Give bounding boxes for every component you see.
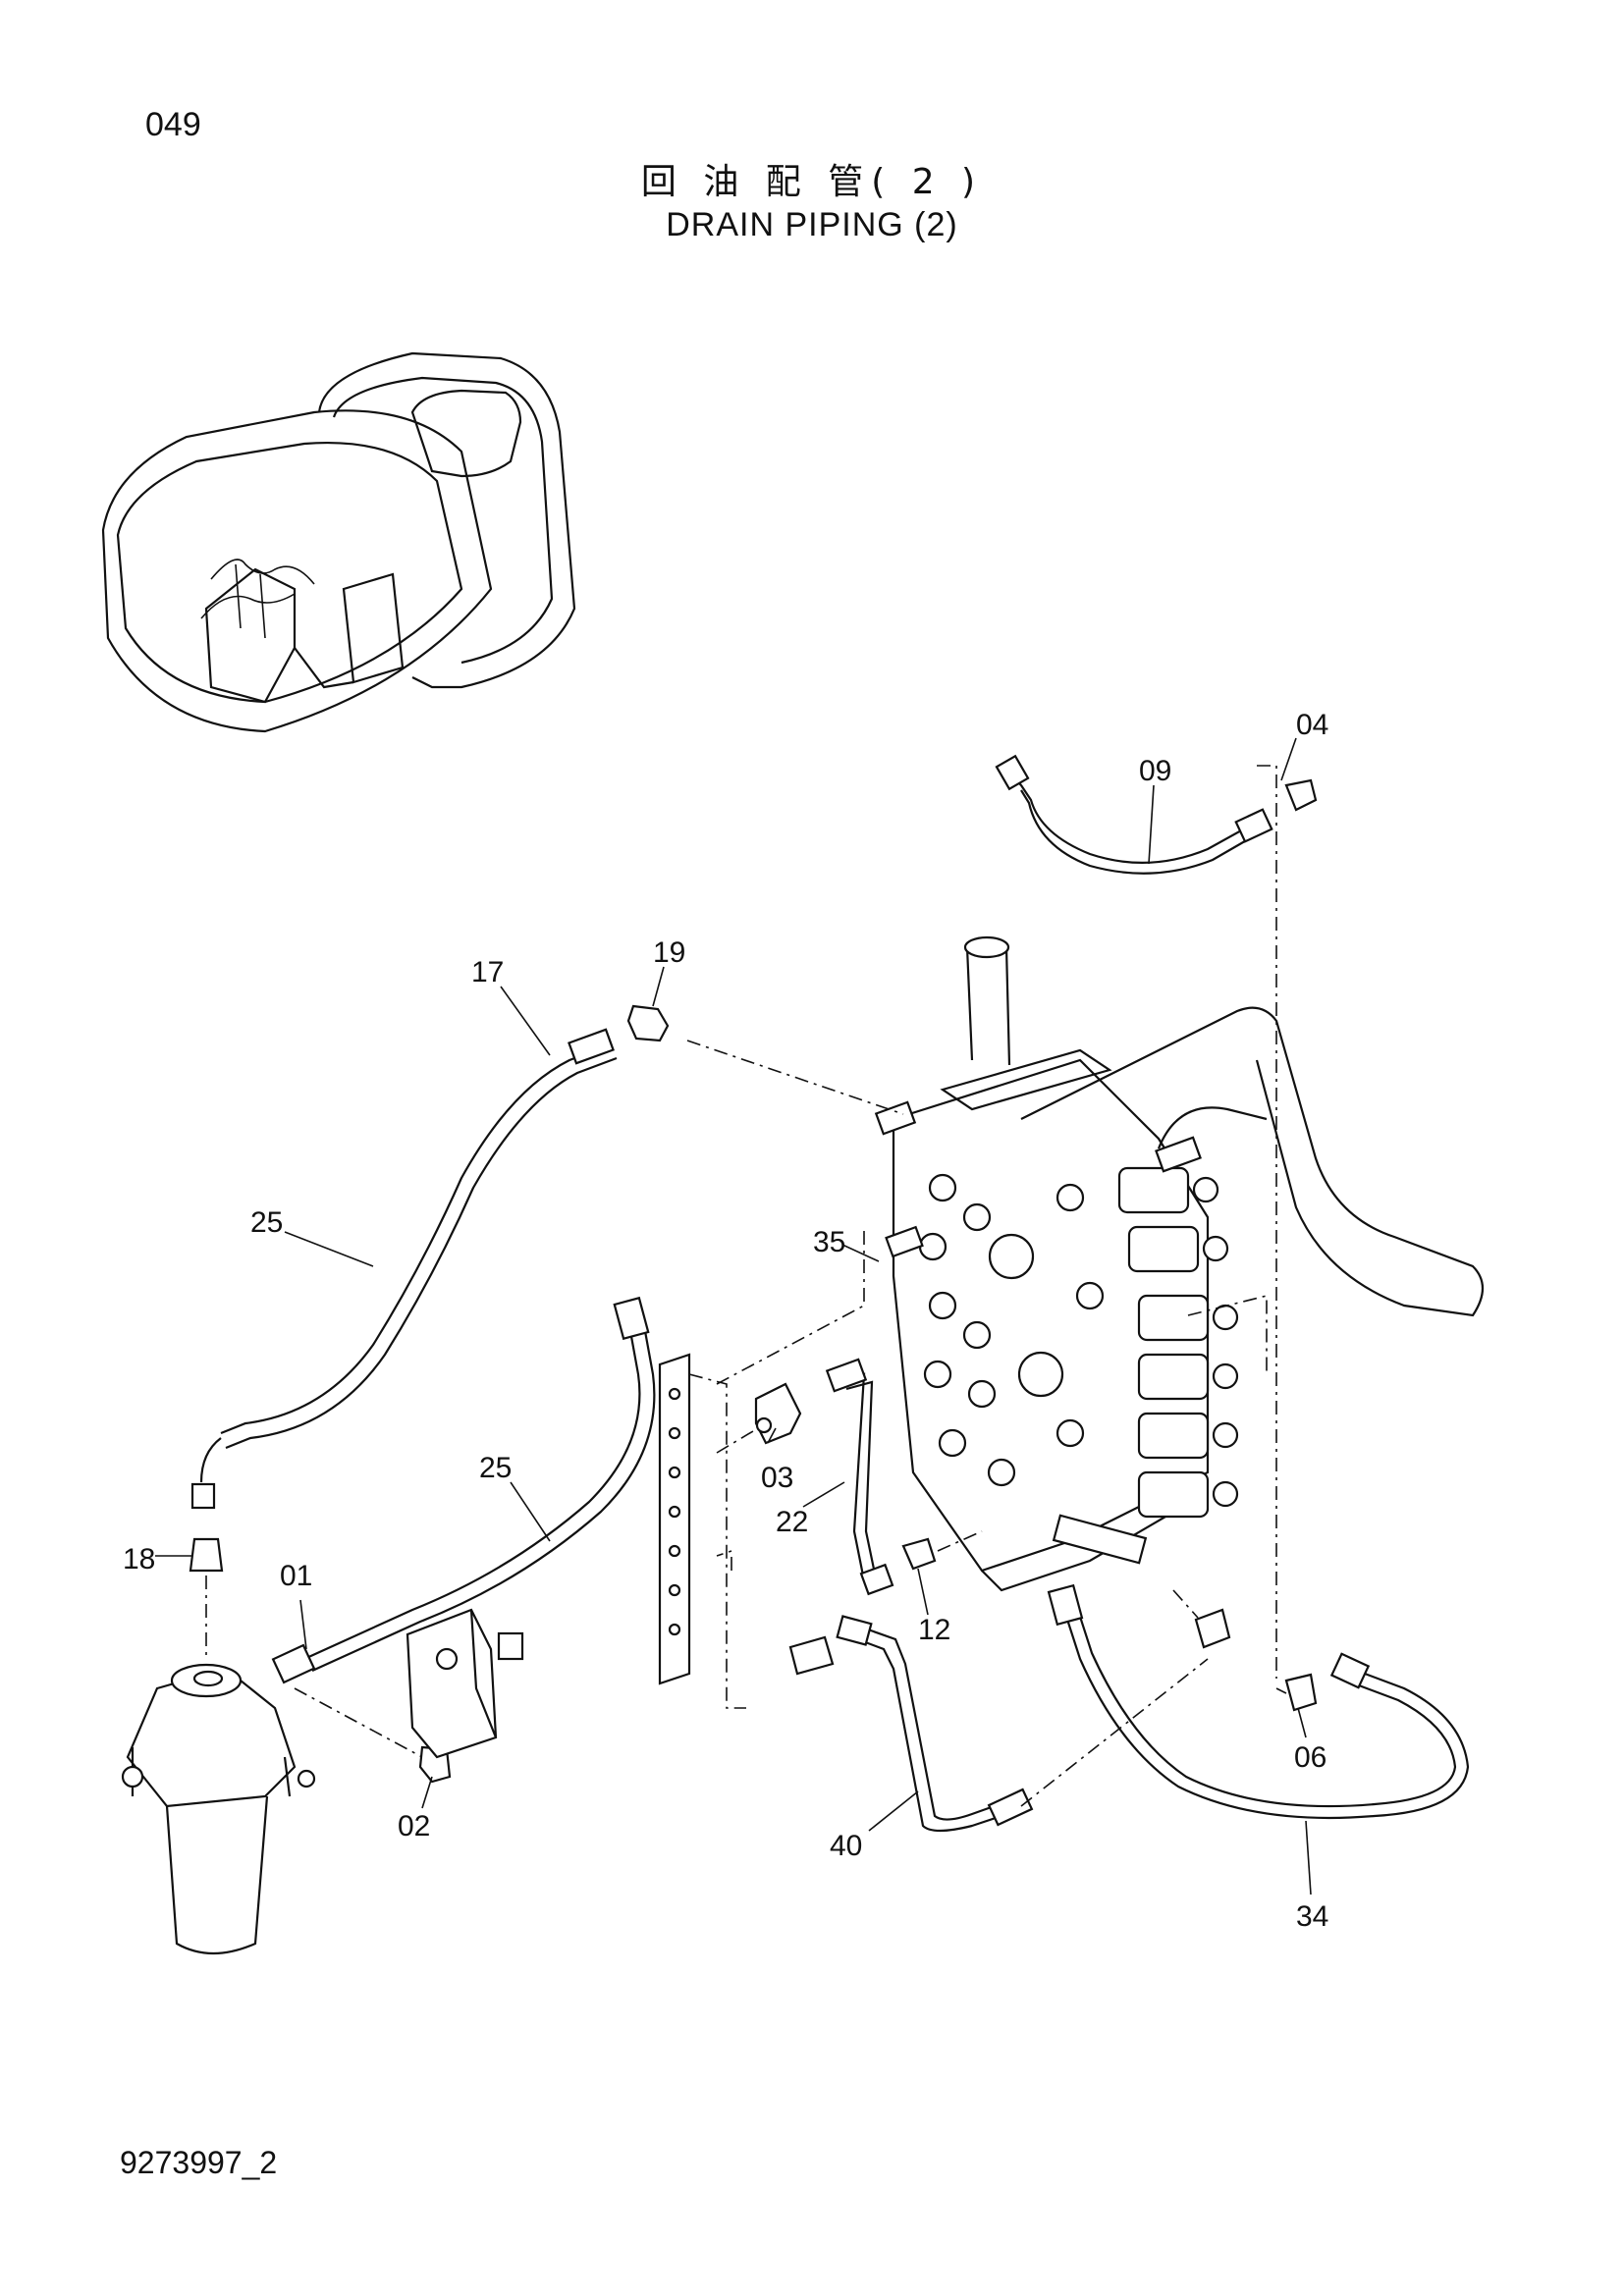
hose-01-25 bbox=[271, 1296, 656, 1784]
mounting-bracket bbox=[658, 1227, 865, 1709]
title-english: DRAIN PIPING (2) bbox=[666, 206, 958, 243]
callout-09: 09 bbox=[1139, 755, 1171, 787]
leader-lines bbox=[155, 737, 1312, 1896]
callout-25-lower: 25 bbox=[479, 1452, 512, 1484]
hose-09-assembly bbox=[995, 754, 1318, 1679]
callout-12: 12 bbox=[918, 1614, 950, 1646]
callout-40: 40 bbox=[830, 1830, 862, 1862]
callout-06: 06 bbox=[1294, 1741, 1326, 1774]
callout-34: 34 bbox=[1296, 1900, 1328, 1933]
document-code: 9273997_2 bbox=[120, 2145, 278, 2180]
callout-02: 02 bbox=[398, 1810, 430, 1842]
control-valve bbox=[874, 935, 1485, 1592]
callout-01: 01 bbox=[280, 1560, 312, 1592]
pipe-22-12 bbox=[825, 1358, 983, 1596]
callout-35: 35 bbox=[813, 1226, 845, 1258]
callout-03: 03 bbox=[761, 1462, 793, 1494]
hose-40 bbox=[788, 1589, 1231, 1833]
callout-labels: 04 09 17 19 25 35 25 03 22 18 01 12 06 0… bbox=[123, 709, 1328, 1933]
callout-04: 04 bbox=[1296, 709, 1328, 741]
callout-25-upper: 25 bbox=[250, 1206, 283, 1239]
machine-overview-illustration bbox=[101, 351, 576, 733]
hose-17-25 bbox=[190, 1004, 904, 1510]
callout-19: 19 bbox=[653, 936, 685, 969]
callout-22: 22 bbox=[776, 1506, 808, 1538]
filter-assembly bbox=[121, 1537, 316, 1955]
title-chinese: 回 油 配 管( 2 ) bbox=[640, 162, 984, 202]
callout-17: 17 bbox=[471, 956, 504, 988]
callout-18: 18 bbox=[123, 1543, 155, 1575]
valve-ports bbox=[918, 1173, 1105, 1487]
page-number: 049 bbox=[145, 106, 201, 143]
valve-spools bbox=[1117, 1166, 1239, 1519]
hose-34 bbox=[1047, 1583, 1470, 1820]
